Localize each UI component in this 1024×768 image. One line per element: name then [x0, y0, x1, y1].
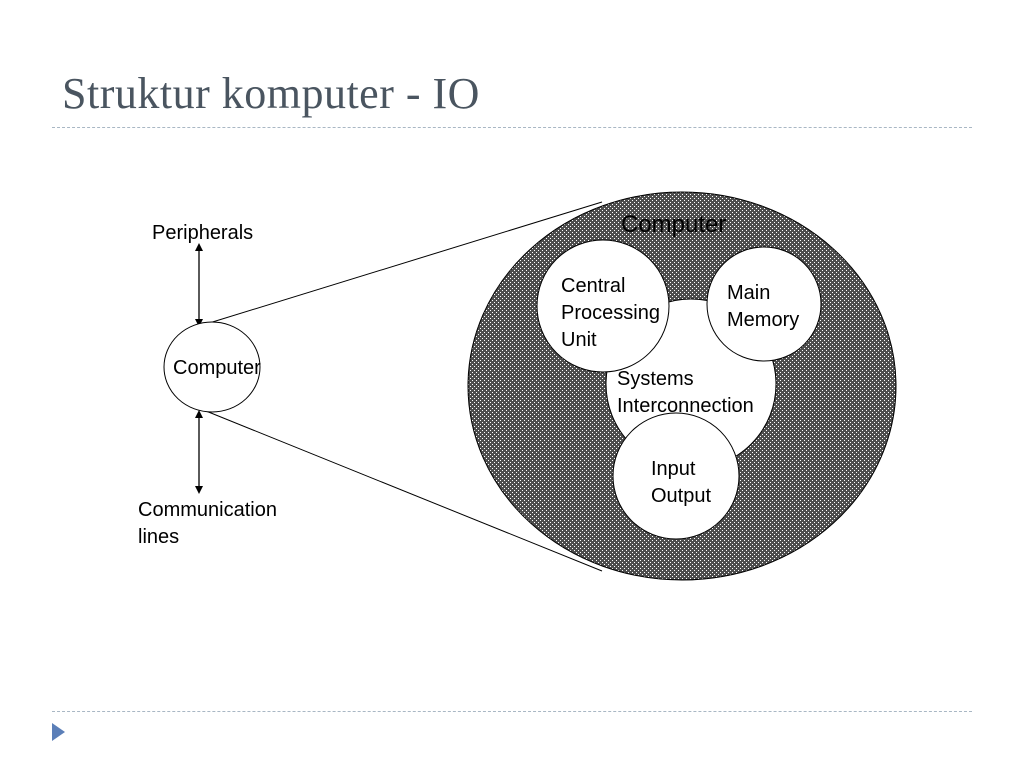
cpu-label-line1: Central [561, 275, 625, 297]
footer-divider [52, 711, 972, 712]
zoom-line-bottom [205, 410, 603, 572]
cpu-label-line2: Processing [561, 302, 660, 324]
slide-title: Struktur komputer - IO [62, 69, 480, 118]
computer-node [163, 321, 261, 413]
cpu-circle [536, 239, 670, 373]
bullet-triangle-icon [52, 723, 65, 741]
zoom-line-top [205, 201, 603, 325]
io-label-line2: Output [651, 485, 711, 507]
main-memory-circle [706, 246, 822, 362]
interconnect-label-line1: Systems [617, 368, 694, 390]
zoom-computer-label: Computer [621, 211, 726, 238]
cpu-label-line3: Unit [561, 329, 597, 351]
input-output-circle [612, 412, 740, 540]
communication-label-line1: Communication [138, 499, 277, 521]
memory-label-line1: Main [727, 282, 770, 304]
memory-label-line2: Memory [727, 309, 799, 331]
communication-label-line2: lines [138, 526, 179, 548]
io-label-line1: Input [651, 458, 696, 480]
computer-label: Computer [173, 357, 261, 379]
interconnect-label-line2: Interconnection [617, 395, 754, 417]
peripherals-label: Peripherals [152, 222, 253, 244]
title-divider [52, 127, 972, 128]
